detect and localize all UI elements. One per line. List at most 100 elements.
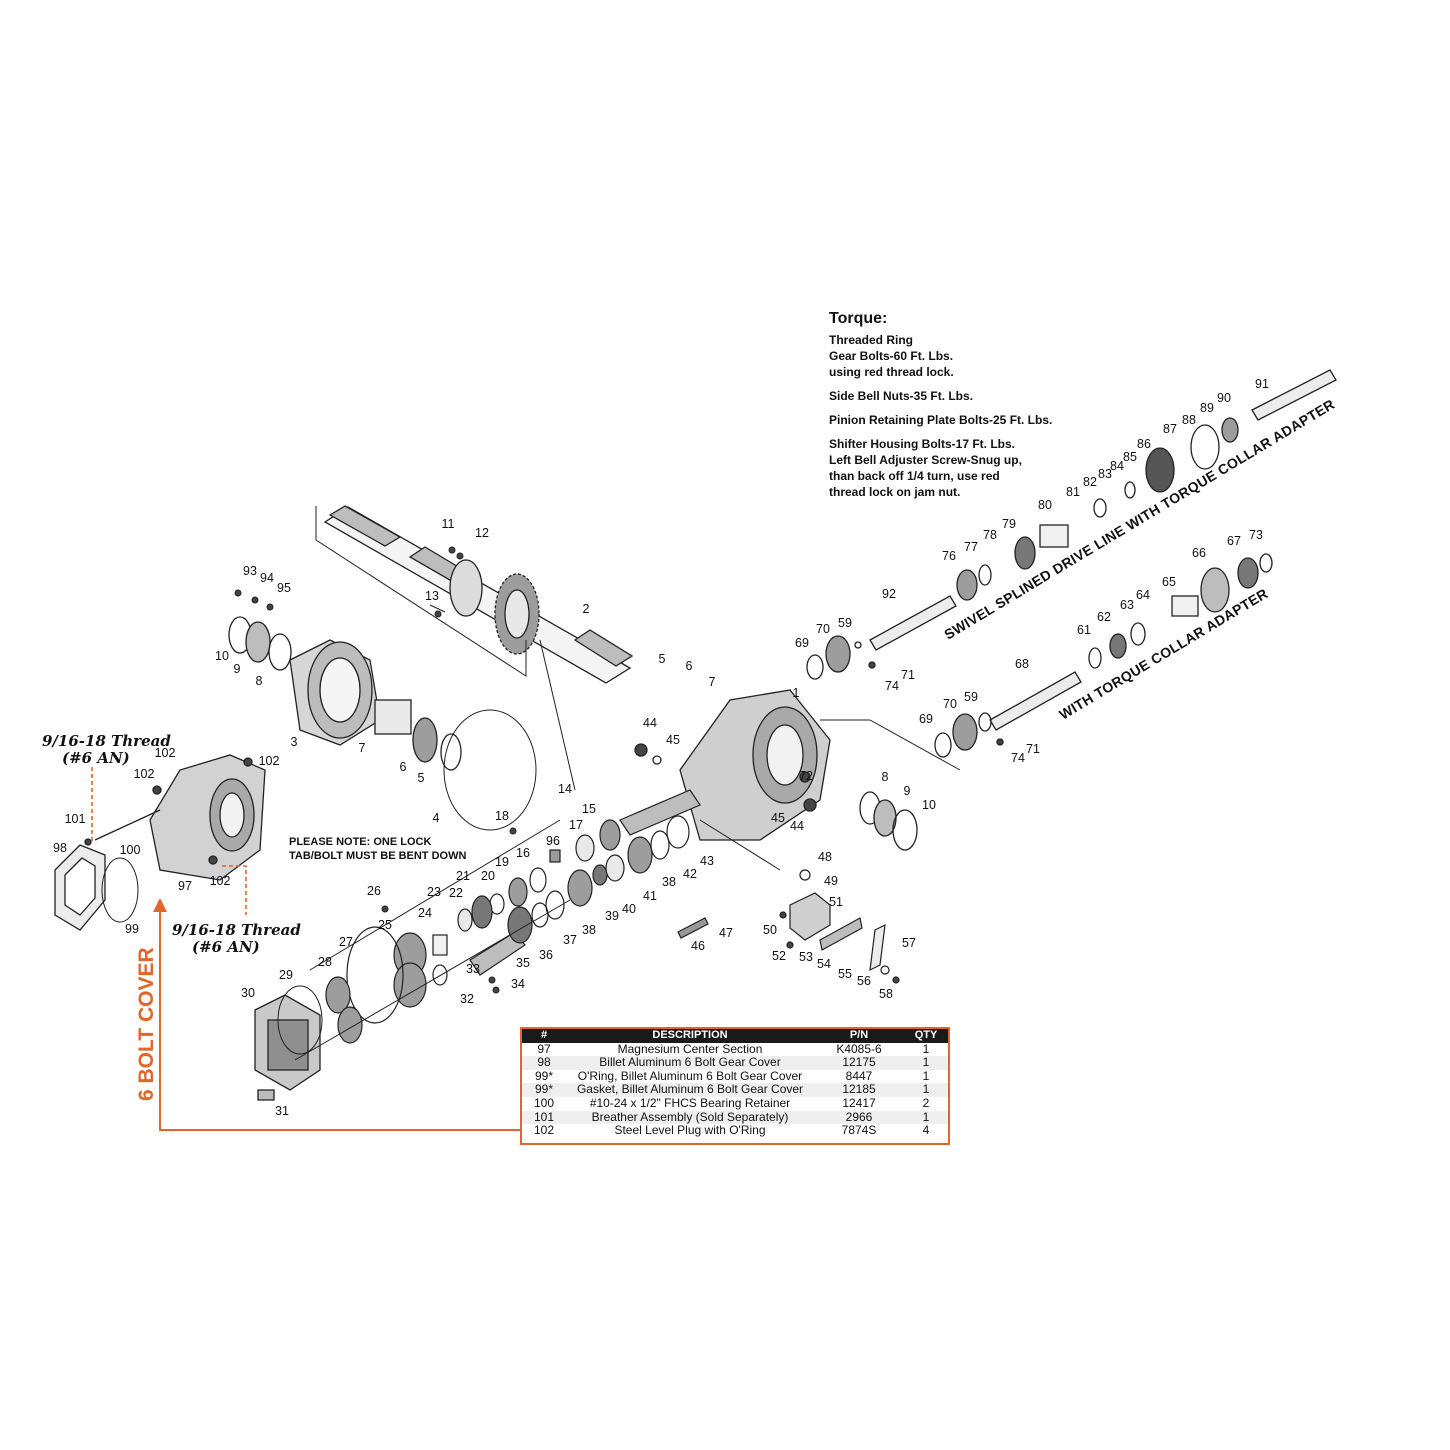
part-callout: 59: [838, 616, 852, 630]
part-callout: 22: [449, 886, 463, 900]
torque-title: Torque:: [829, 310, 888, 327]
part-callout: 64: [1136, 588, 1150, 602]
part-callout: 73: [1249, 528, 1263, 542]
part-callout: 70: [943, 697, 957, 711]
part-callout: 21: [456, 869, 470, 883]
torque-collar-section-label: WITH TORQUE COLLAR ADAPTER: [1056, 585, 1270, 723]
part-callout: 55: [838, 967, 852, 981]
part-callout: 66: [1192, 546, 1206, 560]
torque-line-pinion-plate: Pinion Retaining Plate Bolts-25 Ft. Lbs.: [829, 413, 1053, 427]
part-callout: 52: [772, 949, 786, 963]
shifter-assembly-parts: [677, 869, 900, 984]
part-callout: 82: [1083, 475, 1097, 489]
part-callout: 50: [763, 923, 777, 937]
part-callout: 46: [691, 939, 705, 953]
part-callout: 17: [569, 818, 583, 832]
part-callout: 88: [1182, 413, 1196, 427]
cell-quantity: 1: [922, 1068, 930, 1083]
cell-quantity: 1: [904, 1110, 948, 1125]
thread-label-upper-line2: (#6 AN): [62, 749, 130, 767]
table-row: 99*Gasket, Billet Aluminum 6 Bolt Gear C…: [522, 1083, 948, 1097]
cell-part-number: 8447: [845, 1068, 873, 1083]
torque-line-side-bell: Side Bell Nuts-35 Ft. Lbs.: [829, 389, 974, 403]
part-callout: 8: [882, 770, 889, 784]
cell-quantity: 4: [922, 1123, 930, 1138]
cell-number: 99*: [522, 1083, 566, 1097]
swivel-drive-shaft-part-92: [806, 369, 1337, 680]
table-row: 99* O'Ring, Billet Aluminum 6 Bolt Gear C…: [522, 1068, 948, 1084]
lock-tab-note-line2: TAB/BOLT MUST BE BENT DOWN: [289, 850, 466, 862]
thread-label-lower-line1: 9/16-18 Thread: [172, 921, 301, 939]
part-callout: 24: [418, 906, 432, 920]
part-callout: 44: [790, 819, 804, 833]
part-callout: 57: [902, 936, 916, 950]
cell-number: 98: [522, 1056, 566, 1070]
part-callout: 102: [259, 754, 280, 768]
cell-part-number: 12417: [842, 1095, 876, 1110]
parts-table-header-row: # DESCRIPTION P/N QTY: [522, 1029, 948, 1043]
part-callout: 12: [475, 526, 489, 540]
magnesium-center-section-part-97: [149, 754, 266, 881]
cell-quantity: 1: [904, 1083, 948, 1097]
part-callout: 85: [1123, 450, 1137, 464]
part-callout: 41: [643, 889, 657, 903]
part-callout: 67: [1227, 534, 1241, 548]
pinion-parts-stack: [325, 789, 701, 1044]
part-callout: 11: [442, 517, 455, 531]
torque-line-ring-gear: Threaded Ring Gear Bolts-60 Ft. Lbs. usi…: [829, 333, 954, 379]
part-callout: 102: [210, 874, 231, 888]
thread-label-upper-line1: 9/16-18 Thread: [42, 732, 171, 750]
small-fasteners: [234, 546, 517, 994]
part-callout: 71: [901, 668, 915, 682]
part-callout: 102: [155, 746, 176, 760]
part-callout: 72: [799, 769, 813, 783]
part-callout: 54: [817, 957, 831, 971]
part-callout: 14: [558, 782, 572, 796]
header-description: DESCRIPTION: [566, 1029, 814, 1043]
center-housing-part-1: [634, 689, 918, 851]
part-callout: 26: [367, 884, 381, 898]
part-callout: 48: [818, 850, 832, 864]
part-callout: 5: [418, 771, 425, 785]
part-callout: 23: [427, 885, 441, 899]
part-callout: 69: [919, 712, 933, 726]
part-callout: 38: [582, 923, 596, 937]
part-callout: 27: [339, 935, 353, 949]
part-callout: 43: [700, 854, 714, 868]
part-callout: 37: [563, 933, 577, 947]
cell-number: 99*: [534, 1068, 554, 1083]
cell-description: Magnesium Center Section: [617, 1041, 763, 1056]
part-callout: 84: [1110, 459, 1124, 473]
part-callout: 97: [178, 879, 192, 893]
cell-description: Billet Aluminum 6 Bolt Gear Cover: [566, 1056, 814, 1070]
axle-bracket-lines: [315, 506, 576, 791]
part-callout: 32: [460, 992, 474, 1006]
cell-part-number: K4085-6: [836, 1041, 882, 1056]
cover-link-arrow: [153, 898, 520, 1131]
part-callout: 2: [583, 602, 590, 616]
part-callout: 45: [666, 733, 680, 747]
part-callout: 69: [795, 636, 809, 650]
part-callout: 29: [279, 968, 293, 982]
part-callout: 6: [400, 760, 407, 774]
part-callout: 7: [709, 675, 716, 689]
part-callout: 25: [378, 918, 392, 932]
part-callout: 40: [622, 902, 636, 916]
torque-specifications: Torque: Threaded Ring Gear Bolts-60 Ft. …: [829, 308, 1069, 508]
part-callout: 79: [1002, 517, 1016, 531]
part-callout: 83: [1098, 467, 1112, 481]
part-callout: 38: [662, 875, 676, 889]
cell-part-number: 12185: [814, 1083, 904, 1097]
part-callout: 18: [495, 809, 509, 823]
part-callout: 102: [134, 767, 155, 781]
part-callout: 42: [683, 867, 697, 881]
torque-collar-shaft-part-68: [934, 553, 1273, 758]
cell-description: O'Ring, Billet Aluminum 6 Bolt Gear Cove…: [577, 1068, 803, 1083]
housing-leader-lines: [699, 719, 961, 871]
part-callout: 13: [425, 589, 439, 603]
part-callout: 63: [1120, 598, 1134, 612]
